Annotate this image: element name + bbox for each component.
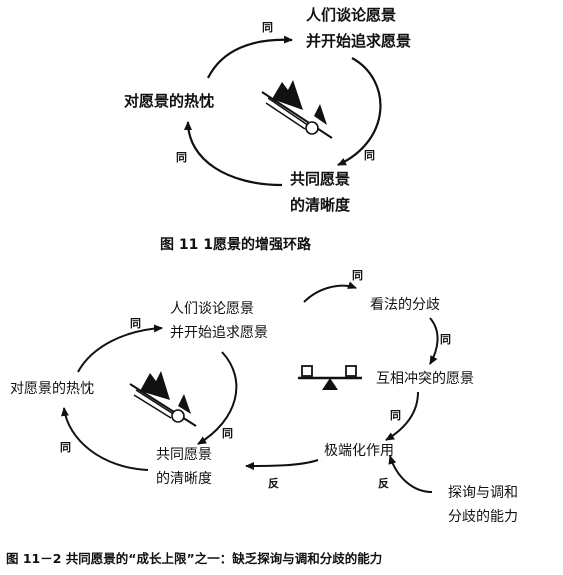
fig2-arrow-enthusiasm-to-talk [77,324,163,373]
fig1-link-tag-top: 同 [262,21,273,34]
fig1-node-enthusiasm: 对愿景的热忱 [124,92,215,110]
fig2-link-tag-top-left: 同 [130,317,141,330]
fig2-arrow-conflict-to-polarize [385,391,419,441]
fig2-node-clarity-line2: 的清晰度 [156,471,212,487]
fig1-node-clarity-line2: 的清晰度 [290,196,351,214]
fig2-arrow-talk-to-clarity [197,351,238,445]
fig1-arrow-enthusiasm-to-talk [207,35,293,79]
fig2-arrow-talk-to-divergence [303,281,357,303]
fig1-link-tag-right: 同 [364,149,375,162]
fig2-node-conflict: 互相冲突的愿景 [376,371,474,387]
fig2-node-inquiry-line1: 探询与调和 [448,485,518,501]
fig2-node-polarize: 极端化作用 [324,443,394,459]
fig1-arrow-clarity-to-enthusiasm [184,121,283,187]
fig2-link-tag-talk-divergence: 同 [352,269,363,282]
fig2-node-inquiry-line2: 分歧的能力 [448,509,518,525]
fig1-ski-slope-icon [261,80,333,139]
fig2-node-enthusiasm: 对愿景的热忱 [10,381,94,397]
fig1-node-talk-line2: 并开始追求愿景 [306,32,412,50]
fig2-node-talk-line2: 并开始追求愿景 [170,325,268,341]
fig2-link-tag-polarize-clarity: 反 [268,477,279,490]
fig1-node-clarity-line1: 共同愿景 [290,170,351,188]
fig1-caption: 图 11 1愿景的增强环路 [160,237,311,253]
fig2-link-tag-divergence-conflict: 同 [440,333,451,346]
fig2-ski-slope-icon [129,371,197,427]
fig1-link-tag-left: 同 [176,151,187,164]
fig2-link-tag-conflict-polarize: 同 [390,409,401,422]
fig2-node-clarity-line1: 共同愿景 [156,447,212,463]
fig2-node-divergence: 看法的分歧 [370,297,440,313]
seesaw-icon [298,365,362,390]
fig1-arrow-talk-to-clarity [337,57,382,166]
fig2-link-tag-inquiry-polarize: 反 [378,477,389,490]
fig1-node-talk-line1: 人们谈论愿景 [306,6,397,24]
fig2-link-tag-talk-clarity: 同 [222,427,233,440]
fig2-arrow-clarity-to-enthusiasm [61,407,149,471]
fig2-caption: 图 11－2 共同愿景的“成长上限”之一：缺乏探询与调和分歧的能力 [6,551,383,566]
fig2-arrow-polarize-to-clarity [245,459,319,470]
fig2-arrow-divergence-to-conflict [429,317,439,365]
fig2-link-tag-clarity-enthusiasm: 同 [60,441,71,454]
fig2-node-talk-line1: 人们谈论愿景 [170,301,254,317]
fig2-arrow-inquiry-to-polarize [388,455,433,493]
